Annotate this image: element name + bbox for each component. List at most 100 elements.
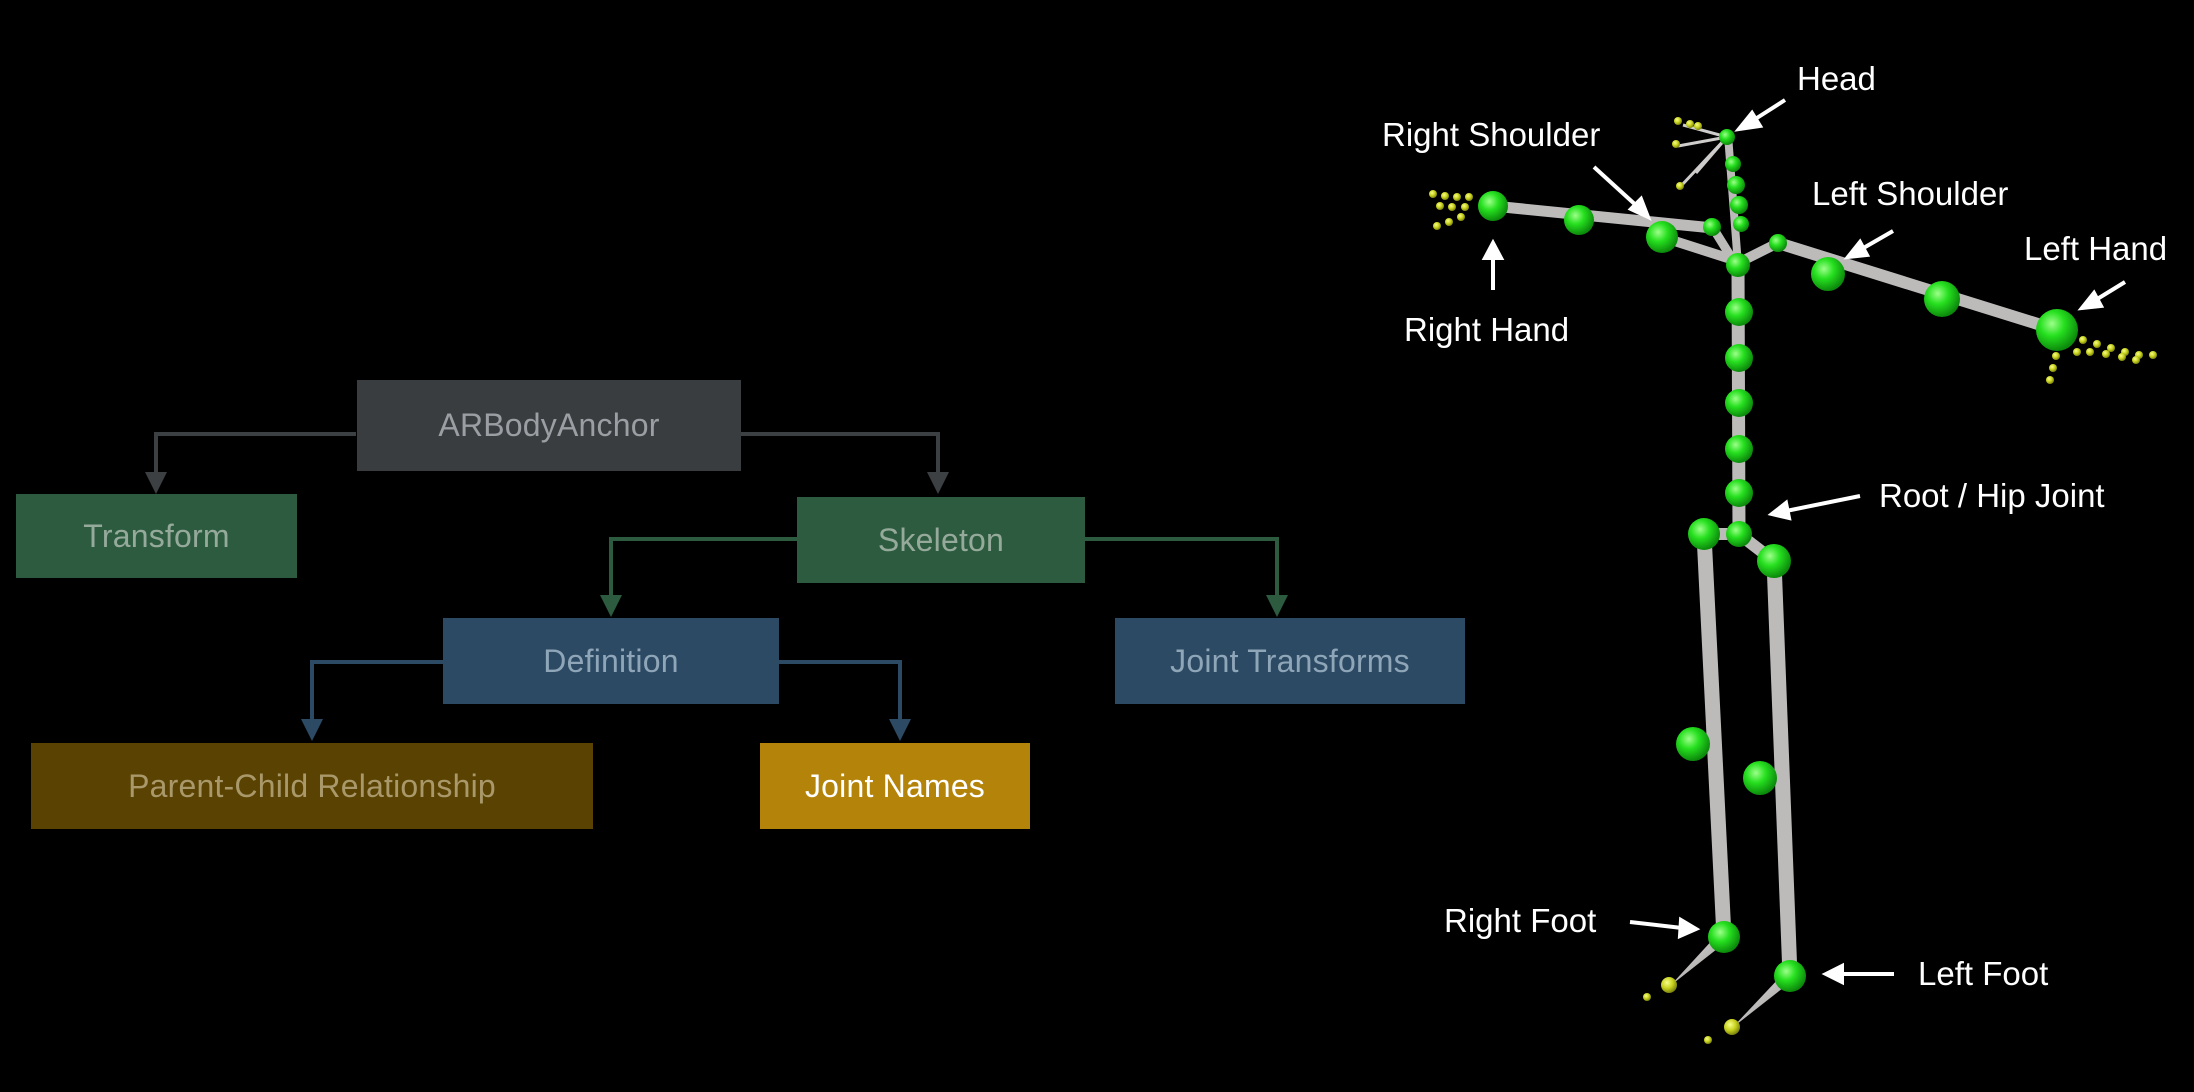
finger-joint bbox=[1461, 203, 1469, 211]
joint-root-hip bbox=[1726, 521, 1752, 547]
connector-anchor-transform bbox=[154, 432, 356, 480]
connector-skeleton-joint-transforms bbox=[1085, 537, 1279, 603]
arrow-root-hip bbox=[1785, 494, 1861, 513]
node-joint-names-label: Joint Names bbox=[804, 767, 986, 804]
joint-spine bbox=[1725, 389, 1753, 417]
finger-joint bbox=[1694, 122, 1702, 130]
arrowhead bbox=[889, 719, 911, 741]
finger-joint bbox=[2049, 364, 2057, 372]
finger-joint bbox=[1672, 140, 1680, 148]
finger-joint bbox=[2052, 352, 2060, 360]
finger-joint bbox=[2086, 348, 2094, 356]
finger-joint bbox=[1429, 190, 1437, 198]
arrow-right-foot bbox=[1629, 920, 1683, 930]
finger-joint bbox=[1441, 192, 1449, 200]
joint-right-knee bbox=[1676, 727, 1710, 761]
finger-joint bbox=[1448, 203, 1456, 211]
joint-left-shoulder bbox=[1811, 257, 1845, 291]
arrow-right-shoulder bbox=[1592, 165, 1641, 210]
node-parent-child-relationship: Parent-Child Relationship bbox=[31, 743, 593, 829]
joint-left-foot bbox=[1774, 960, 1806, 992]
joint-right-shoulder bbox=[1646, 221, 1678, 253]
node-transform: Transform bbox=[16, 494, 297, 578]
joint-right-clavicle bbox=[1703, 218, 1721, 236]
joint-left-clavicle bbox=[1769, 234, 1787, 252]
joint-neck bbox=[1730, 196, 1748, 214]
arrowhead bbox=[600, 595, 622, 617]
joint-right-forearm bbox=[1564, 205, 1594, 235]
connector-definition-joint-names bbox=[779, 660, 902, 727]
label-right-shoulder: Right Shoulder bbox=[1382, 116, 1601, 153]
finger-joint bbox=[2046, 376, 2054, 384]
node-parent-child-label: Parent-Child Relationship bbox=[128, 767, 496, 804]
node-joint-transforms: Joint Transforms bbox=[1115, 618, 1465, 704]
arrowhead bbox=[1266, 595, 1288, 617]
node-arbodyanchor: ARBodyAnchor bbox=[357, 380, 741, 471]
connector-definition-parent-child bbox=[310, 660, 443, 727]
joint-neck bbox=[1733, 216, 1749, 232]
label-right-foot: Right Foot bbox=[1444, 902, 1597, 939]
label-right-hand: Right Hand bbox=[1404, 311, 1570, 348]
arrow-root-hip-tip bbox=[1767, 499, 1792, 521]
joint-right-foot bbox=[1708, 921, 1740, 953]
label-root-hip-joint: Root / Hip Joint bbox=[1879, 477, 2105, 514]
node-definition-label: Definition bbox=[543, 642, 679, 679]
label-left-foot: Left Foot bbox=[1918, 955, 2049, 992]
joint-left-forearm bbox=[1924, 281, 1960, 317]
finger-joint bbox=[2102, 350, 2110, 358]
label-head: Head bbox=[1797, 60, 1876, 97]
bone-left-leg bbox=[1766, 553, 1798, 984]
bone-right-arm bbox=[1487, 200, 1719, 234]
node-joint-names: Joint Names bbox=[760, 743, 1030, 829]
arrowhead bbox=[927, 472, 949, 494]
toe-joint bbox=[1661, 977, 1677, 993]
finger-joint bbox=[1453, 193, 1461, 201]
joint-neck bbox=[1725, 156, 1741, 172]
label-left-hand: Left Hand bbox=[2024, 230, 2168, 267]
arrowhead bbox=[301, 719, 323, 741]
toe-joint bbox=[1704, 1036, 1712, 1044]
bone-head-ray bbox=[1677, 135, 1728, 148]
finger-joint bbox=[1676, 182, 1684, 190]
connector-anchor-skeleton bbox=[741, 432, 940, 480]
arrow-right-shoulder-tip bbox=[1627, 195, 1652, 221]
finger-joint bbox=[1433, 222, 1441, 230]
joint-spine bbox=[1725, 435, 1753, 463]
joint-left-knee bbox=[1743, 761, 1777, 795]
finger-joint bbox=[1445, 218, 1453, 226]
node-transform-label: Transform bbox=[83, 517, 230, 554]
node-definition: Definition bbox=[443, 618, 779, 704]
finger-joint bbox=[2093, 340, 2101, 348]
joint-spine bbox=[1725, 298, 1753, 326]
node-joint-transforms-label: Joint Transforms bbox=[1170, 642, 1410, 679]
finger-joint bbox=[2079, 336, 2087, 344]
arrow-right-foot-tip bbox=[1677, 916, 1701, 940]
finger-joint bbox=[2073, 348, 2081, 356]
toe-joint bbox=[1643, 993, 1651, 1001]
finger-joint bbox=[2149, 351, 2157, 359]
arrowhead bbox=[145, 472, 167, 494]
arrow-head-tip bbox=[1734, 109, 1764, 132]
joint-neck bbox=[1727, 176, 1745, 194]
arrow-left-hand bbox=[2092, 280, 2127, 303]
joint-spine-top bbox=[1726, 253, 1750, 277]
finger-joint bbox=[1465, 193, 1473, 201]
finger-joint bbox=[2132, 356, 2140, 364]
joint-head bbox=[1719, 129, 1735, 145]
label-left-shoulder: Left Shoulder bbox=[1812, 175, 2009, 212]
arrow-left-shoulder-tip bbox=[1843, 238, 1871, 260]
joint-left-hand bbox=[2036, 309, 2078, 351]
arrow-left-hand-tip bbox=[2077, 289, 2105, 311]
joint-spine bbox=[1725, 479, 1753, 507]
joint-spine bbox=[1725, 344, 1753, 372]
arrow-right-hand-tip bbox=[1481, 238, 1505, 260]
finger-joint bbox=[1457, 213, 1465, 221]
arrow-left-foot-tip bbox=[1821, 962, 1844, 986]
bone-right-leg bbox=[1696, 526, 1732, 945]
finger-joint bbox=[1436, 202, 1444, 210]
connector-skeleton-definition bbox=[609, 537, 797, 603]
node-arbodyanchor-label: ARBodyAnchor bbox=[438, 407, 660, 443]
finger-joint bbox=[1674, 117, 1682, 125]
